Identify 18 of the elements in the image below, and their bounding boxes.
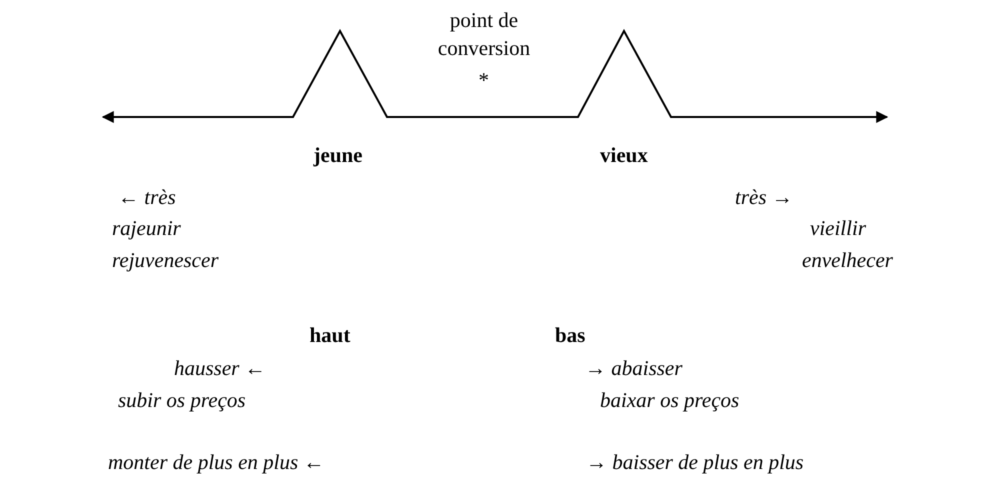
term-label: bas xyxy=(555,323,586,347)
term-label: haut xyxy=(310,323,350,347)
verb-label: → baisser de plus en plus xyxy=(586,450,804,474)
verb-label: vieillir xyxy=(810,216,866,240)
verb-label: monter de plus en plus ← xyxy=(108,450,324,474)
verb-label: hausser ← xyxy=(174,356,266,380)
annotation-text: point de conversion xyxy=(436,7,532,62)
verb-label: baixar os preços xyxy=(600,388,740,412)
verb-label: très → xyxy=(735,185,793,209)
annotation-text: * xyxy=(478,68,489,92)
verb-label: rajeunir xyxy=(112,216,181,240)
verb-label: envelhecer xyxy=(802,248,893,272)
term-label: jeune xyxy=(314,143,362,167)
verb-label: subir os preços xyxy=(118,388,246,412)
verb-label: ← très xyxy=(118,185,176,209)
verb-label: rejuvenescer xyxy=(112,248,218,272)
term-label: vieux xyxy=(600,143,648,167)
verb-label: → abaisser xyxy=(585,356,682,380)
